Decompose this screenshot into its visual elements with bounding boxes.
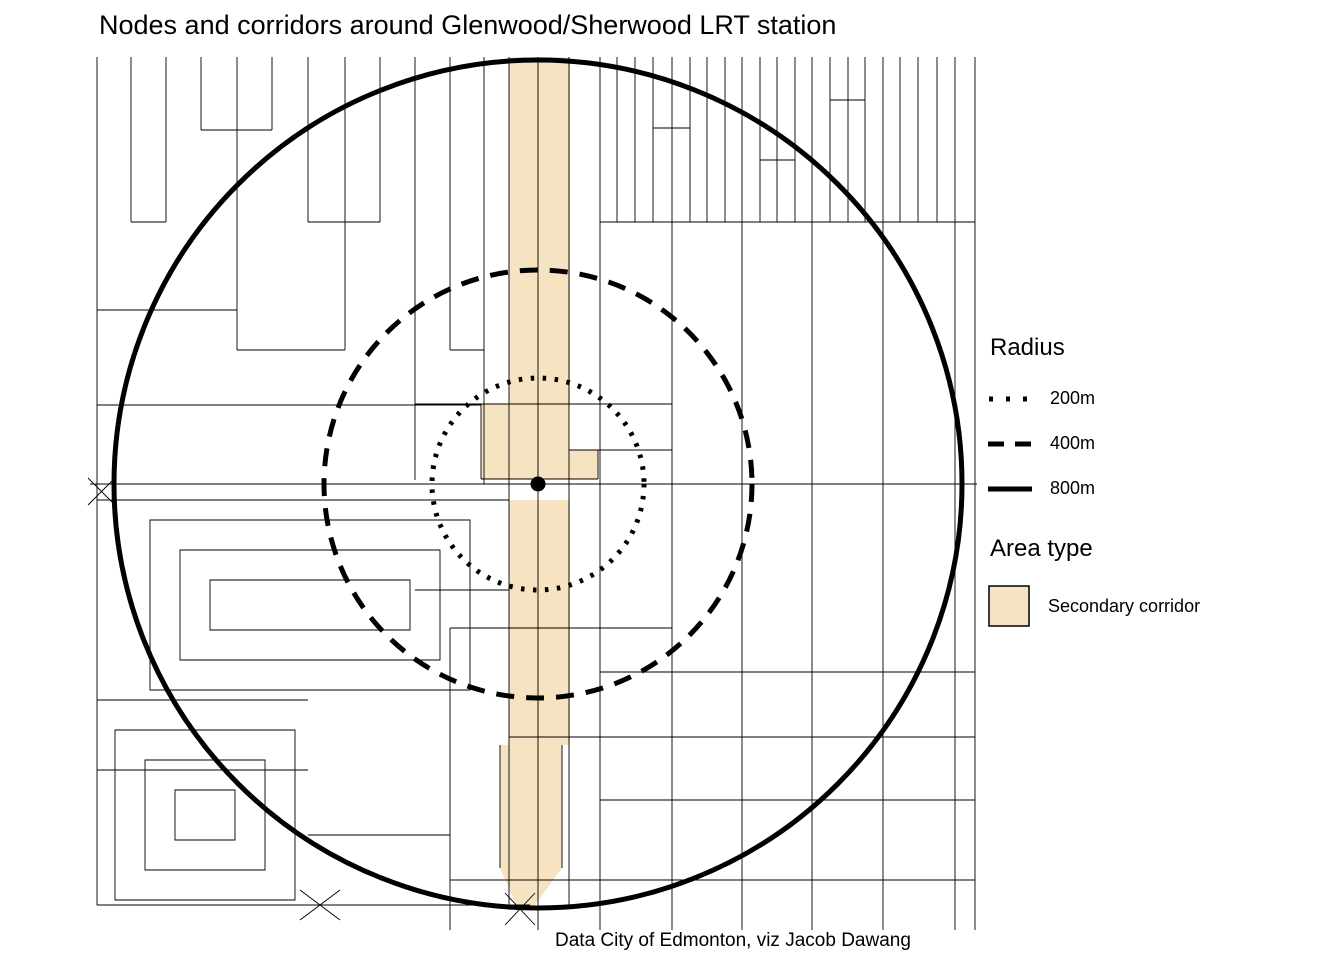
streets-main-verticals — [508, 57, 976, 930]
streets-left-comb — [96, 57, 485, 905]
radius-400m-circle — [321, 267, 755, 701]
legend-label-200m: 200m — [1050, 388, 1096, 408]
legend-label-secondary-corridor: Secondary corridor — [1048, 595, 1201, 616]
legend-item-secondary-corridor: Secondary corridor — [988, 577, 1336, 635]
radius-legend-title: Radius — [990, 334, 1065, 361]
corridor-swatch-icon — [988, 585, 1030, 627]
streets-right-comb — [600, 57, 975, 223]
area-type-legend-title: Area type — [990, 535, 1093, 562]
data-credit: Data City of Edmonton, viz Jacob Dawang — [555, 930, 911, 951]
solid-line-icon — [988, 486, 1032, 491]
legend-item-800m: 800m — [988, 466, 1336, 511]
legend-label-400m: 400m — [1050, 433, 1096, 453]
station-node — [530, 476, 546, 492]
dashed-line-icon — [988, 441, 1032, 446]
legend-item-200m: 200m — [988, 376, 1336, 421]
figure-title: Nodes and corridors around Glenwood/Sher… — [99, 10, 837, 40]
streets-diagonal-crossings — [87, 477, 536, 926]
legend-item-400m: 400m — [988, 421, 1336, 466]
legend: Radius 200m 400m 800m Area type Secondar — [988, 334, 1336, 635]
streets-residential-loops — [97, 519, 563, 930]
dotted-line-icon — [989, 396, 1031, 401]
radius-200m-circle — [429, 375, 647, 593]
legend-label-800m: 800m — [1050, 478, 1096, 498]
radius-800m-circle — [111, 57, 965, 911]
